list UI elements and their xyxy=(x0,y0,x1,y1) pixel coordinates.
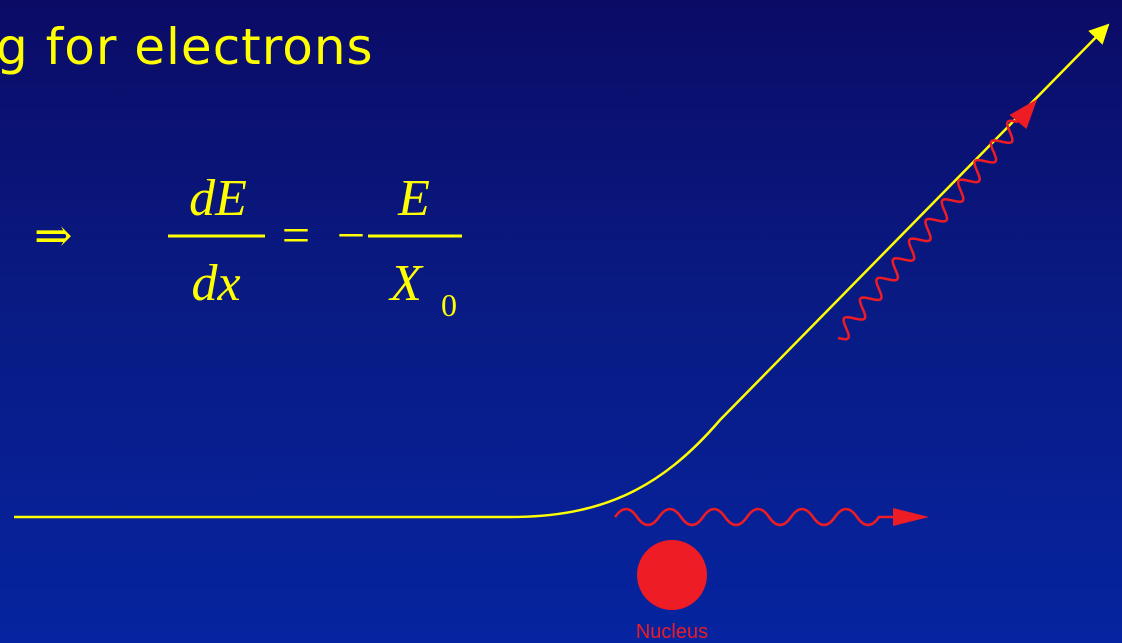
nucleus-circle xyxy=(637,540,707,610)
equation-rhs-numerator: E xyxy=(397,170,430,227)
photon-horizontal-arrowhead xyxy=(893,508,929,526)
equation-rhs-denominator: X xyxy=(388,255,424,312)
implies-arrow: ⇒ xyxy=(34,208,73,262)
slide-title: g for electrons xyxy=(0,18,374,76)
electron-trajectory xyxy=(14,23,1110,519)
photon-diagonal-wave xyxy=(837,119,1019,341)
equation-equals: = xyxy=(282,207,310,263)
equation-minus: − xyxy=(337,207,365,263)
equation-lhs-denominator: dx xyxy=(191,255,240,312)
equation-lhs-numerator: dE xyxy=(189,170,247,227)
energy-loss-equation: dE dx = − E X 0 xyxy=(168,170,462,323)
nucleus-label: Nucleus xyxy=(636,621,708,643)
photon-horizontal-wave xyxy=(613,507,896,527)
equation-rhs-subscript: 0 xyxy=(441,287,457,323)
photon-diagonal-arrowhead xyxy=(1009,99,1038,129)
